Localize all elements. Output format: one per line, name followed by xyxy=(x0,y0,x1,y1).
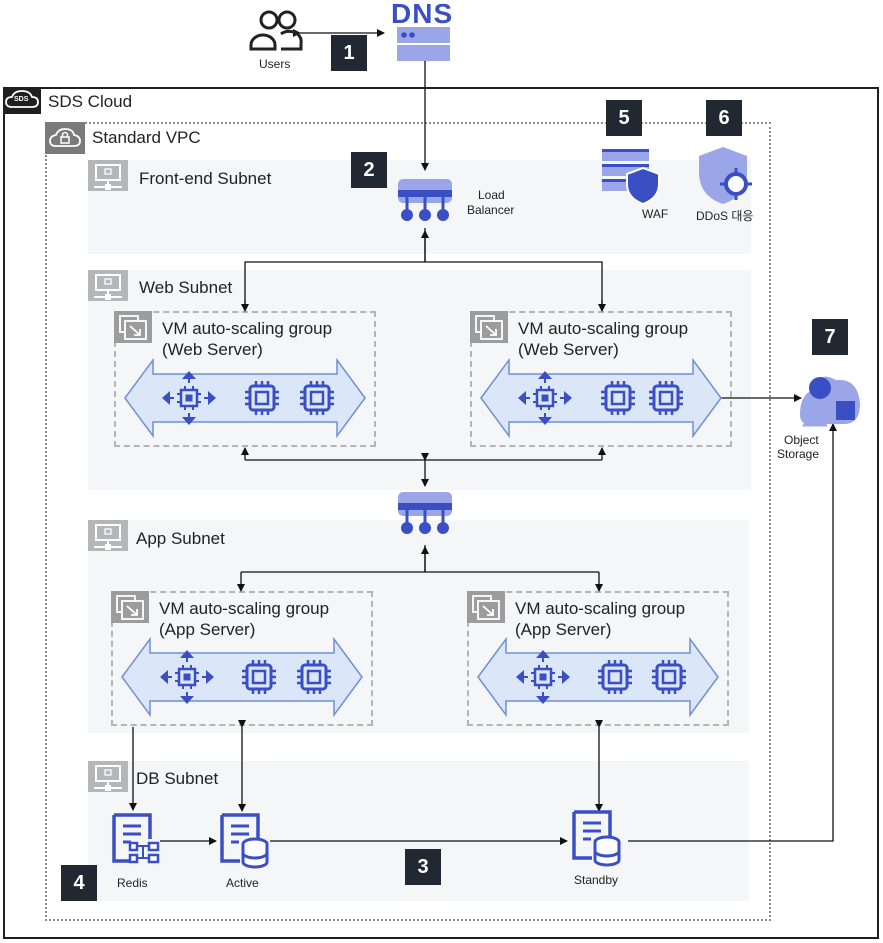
app-asg-1-title: VM auto-scaling group (App Server) xyxy=(159,598,329,640)
ddos-label: DDoS 대응 xyxy=(696,209,754,223)
db-subnet-label: DB Subnet xyxy=(136,769,219,788)
asg-tag xyxy=(111,591,149,623)
step-badge-1: 1 xyxy=(331,35,367,71)
step-badge-3: 3 xyxy=(405,849,441,885)
active-label: Active xyxy=(226,876,259,890)
redis-icon xyxy=(112,813,160,864)
db-subnet-tag xyxy=(88,761,128,792)
asg-tag xyxy=(467,591,505,623)
storage-label-line2: Storage xyxy=(777,447,820,461)
web-subnet-label: Web Subnet xyxy=(139,278,233,297)
asg-title-line2: (Web Server) xyxy=(162,340,263,359)
vpc-label: Standard VPC xyxy=(92,128,201,147)
web-subnet-tag xyxy=(88,270,128,301)
lb-label-line1: Load xyxy=(478,188,505,202)
step-badge-2: 2 xyxy=(351,152,387,188)
cloud-tag-text: SDS xyxy=(14,96,29,103)
users-label: Users xyxy=(259,57,291,71)
waf-label: WAF xyxy=(642,207,669,221)
frontend-subnet-tag xyxy=(88,160,128,191)
app-asg-1-contents xyxy=(121,638,363,716)
subnet-icon xyxy=(94,274,122,300)
storage-label-line1: Object xyxy=(784,433,819,447)
ilb-app-connector xyxy=(241,545,599,573)
step-badge-4: 4 xyxy=(61,865,97,901)
autoscaling-icon xyxy=(472,595,500,620)
asg-title-line1: VM auto-scaling group xyxy=(159,599,330,618)
dns-server-icon xyxy=(397,27,450,61)
autoscaling-icon xyxy=(119,315,147,340)
web-asg-2-title: VM auto-scaling group (Web Server) xyxy=(518,318,688,360)
cloud-tag: SDS xyxy=(3,87,41,114)
active-db-icon xyxy=(220,813,269,869)
app-asg-2-contents xyxy=(477,638,719,716)
step-badge-6: 6 xyxy=(706,100,742,136)
lock-icon xyxy=(49,128,81,147)
asg-tag xyxy=(114,311,152,343)
web-asg-1-contents xyxy=(124,359,366,437)
vpc-tag xyxy=(45,122,85,154)
asg-title-line1: VM auto-scaling group xyxy=(162,319,333,338)
app-subnet-label: App Subnet xyxy=(136,529,225,548)
standby-storage-connector xyxy=(628,423,837,842)
step-badge-7: 7 xyxy=(812,319,848,355)
lb-label-line2: Balancer xyxy=(467,203,515,217)
app-subnet-tag xyxy=(88,520,128,551)
subnet-icon xyxy=(94,164,122,190)
asg-title-line1: VM auto-scaling group xyxy=(518,319,689,338)
cloud-label: SDS Cloud xyxy=(48,92,133,111)
asg-tag xyxy=(470,311,508,343)
subnet-icon xyxy=(94,765,122,791)
standby-label: Standby xyxy=(574,873,619,887)
asg-title-line2: (Web Server) xyxy=(518,340,619,359)
object-storage-icon xyxy=(800,376,860,427)
standby-db-icon xyxy=(572,810,621,867)
web-asg-1 xyxy=(114,311,376,447)
waf-icon xyxy=(602,149,660,206)
app-asg-2-title: VM auto-scaling group (App Server) xyxy=(515,598,685,640)
subnet-icon xyxy=(94,524,122,550)
web-asg-2 xyxy=(470,311,732,447)
autoscaling-icon xyxy=(475,315,503,340)
autoscaling-icon xyxy=(116,595,144,620)
internal-load-balancer-icon xyxy=(396,490,454,536)
vpc-frame xyxy=(45,122,771,921)
frontend-subnet-label: Front-end Subnet xyxy=(139,169,272,188)
asg-title-line2: (App Server) xyxy=(515,620,612,639)
step-badge-5: 5 xyxy=(606,100,642,136)
cloud-icon xyxy=(5,90,39,108)
load-balancer-icon xyxy=(396,177,454,223)
web-asg-1-title: VM auto-scaling group (Web Server) xyxy=(162,318,332,360)
sds-cloud-frame xyxy=(3,87,879,939)
ddos-icon xyxy=(699,147,752,204)
web-asg-2-contents xyxy=(480,359,722,437)
lb-web-connector xyxy=(244,228,603,310)
asg-title-line1: VM auto-scaling group xyxy=(515,599,686,618)
dns-label: DNS xyxy=(391,0,454,29)
asg-title-line2: (App Server) xyxy=(159,620,256,639)
redis-label: Redis xyxy=(117,876,148,890)
users-icon xyxy=(249,10,303,51)
